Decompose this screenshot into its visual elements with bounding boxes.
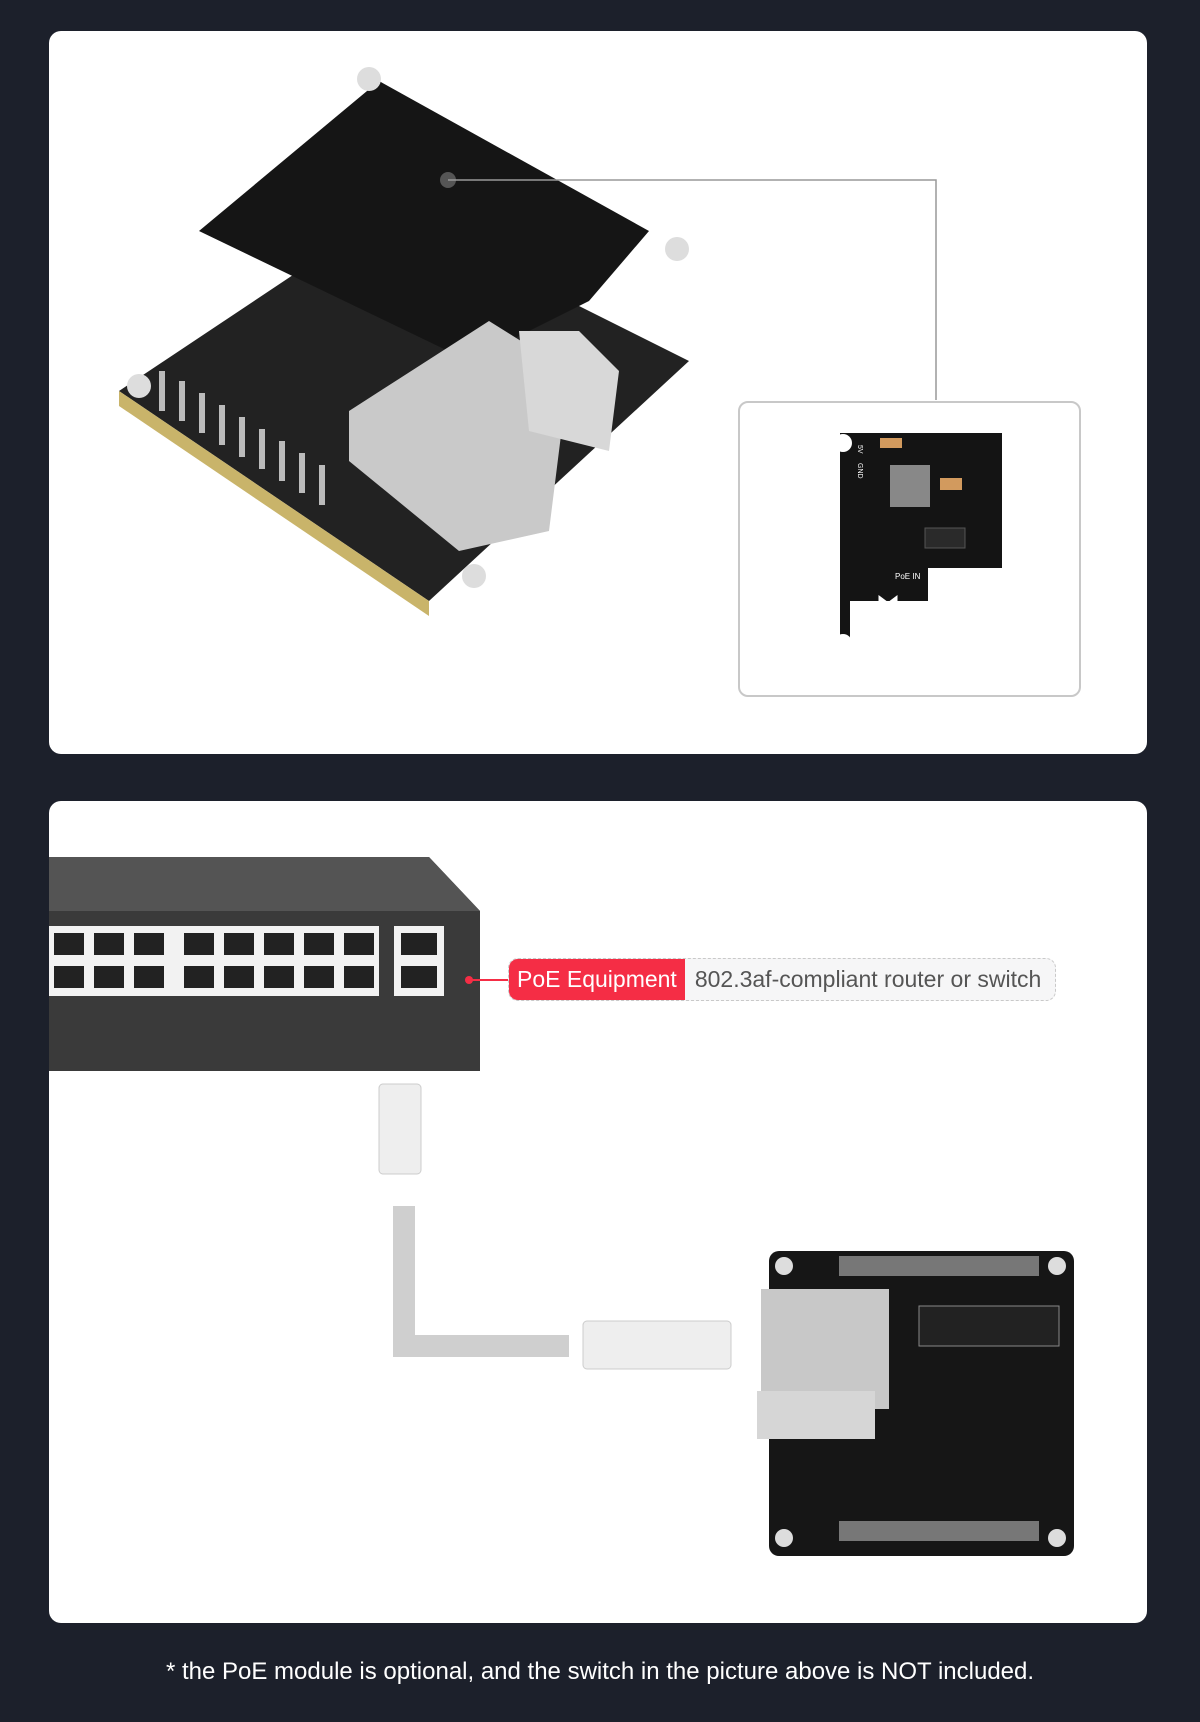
silk-poe-in-label: PoE IN xyxy=(895,572,921,581)
silk-gnd-label: GND xyxy=(856,463,863,479)
usb-port xyxy=(519,331,619,451)
poe-equipment-description: 802.3af-compliant router or switch xyxy=(694,966,1042,992)
silk-module-name: Luckfox PoE Module xyxy=(852,630,916,637)
poe-module-board xyxy=(199,81,649,361)
rj45-plug-side xyxy=(582,1320,732,1370)
footnote: * the PoE module is optional, and the sw… xyxy=(165,1658,1035,1685)
poe-module-inset: 5V GND PoE IN Luckfox PoE Module xyxy=(738,401,1081,697)
silk-5v-label: 5V xyxy=(856,445,863,454)
rj45-plug-top xyxy=(378,1083,422,1175)
poe-equipment-title: PoE Equipment xyxy=(509,959,685,1000)
callout-line xyxy=(448,179,937,400)
product-image-panel-connection: PoE Equipment 802.3af-compliant router o… xyxy=(49,801,1147,1623)
product-image-panel-board: 5V GND PoE IN Luckfox PoE Module xyxy=(49,31,1147,754)
ethernet-port xyxy=(349,321,569,551)
poe-module-image: 5V GND PoE IN Luckfox PoE Module xyxy=(834,433,1002,652)
luckfox-logo xyxy=(878,595,898,621)
poe-equipment-label: PoE Equipment 802.3af-compliant router o… xyxy=(508,958,1057,1001)
board-with-poe-illustration xyxy=(119,67,937,616)
poe-connection-illustration xyxy=(49,857,1074,1556)
ethernet-cable xyxy=(393,1206,569,1357)
